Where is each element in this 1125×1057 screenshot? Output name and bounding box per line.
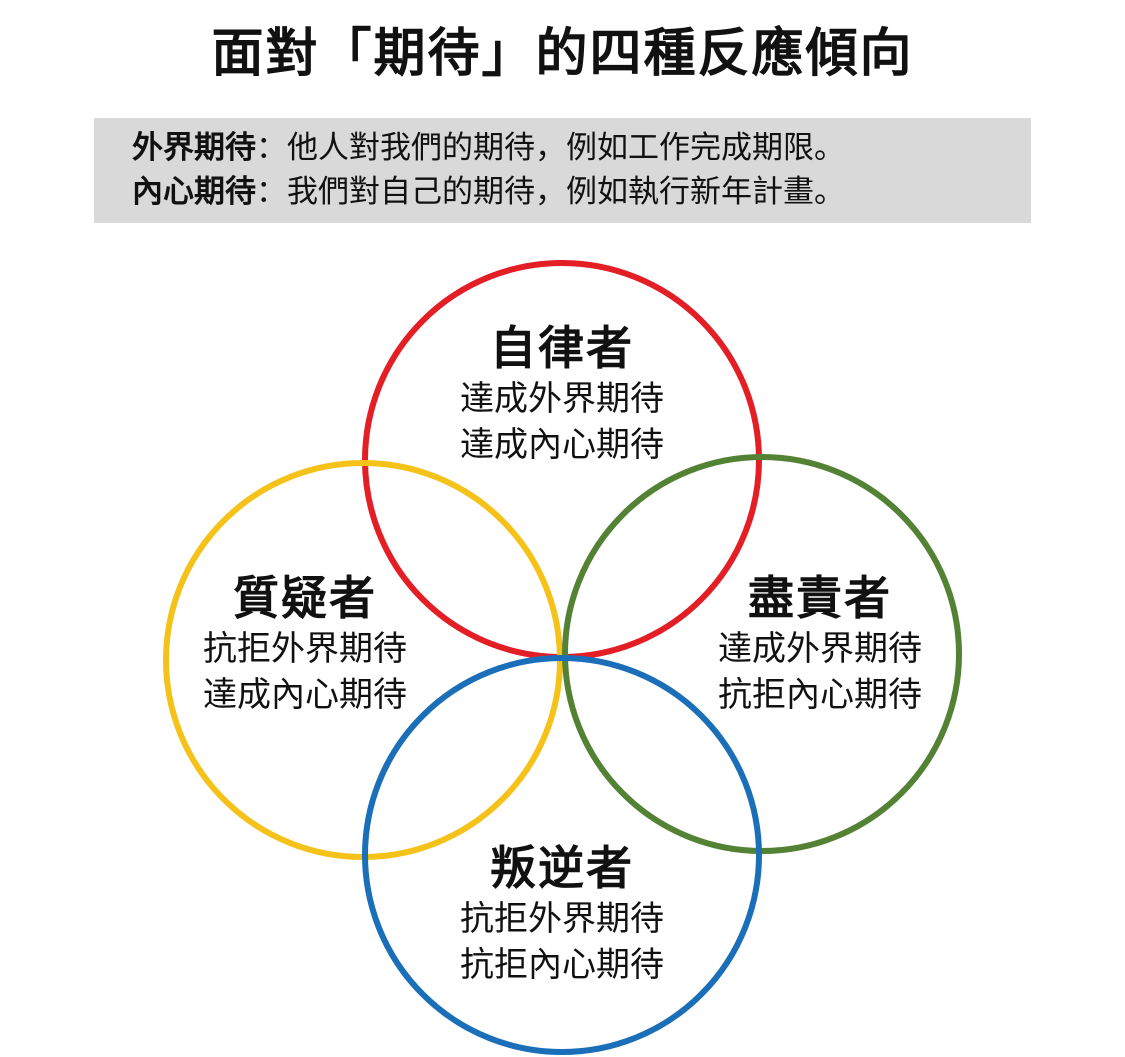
definition-term: 內心期待	[132, 174, 256, 210]
circle-line: 達成內心期待	[460, 425, 664, 465]
circle-line: 抗拒內心期待	[460, 945, 664, 985]
circle-obliger	[562, 454, 962, 854]
definition-text: 他人對我們的期待，例如工作完成期限。	[287, 130, 845, 166]
circle-rebel	[362, 655, 762, 1055]
definition-term: 外界期待	[132, 130, 256, 166]
circle-line: 抗拒內心期待	[718, 675, 922, 715]
circle-line: 抗拒外界期待	[460, 899, 664, 939]
label-rebel: 叛逆者 抗拒外界期待 抗拒內心期待	[412, 840, 712, 988]
label-upholder: 自律者 達成外界期待 達成內心期待	[412, 320, 712, 468]
label-obliger: 盡責者 達成外界期待 抗拒內心期待	[670, 570, 970, 718]
definition-separator: ：	[256, 174, 287, 210]
page-title: 面對「期待」的四種反應傾向	[211, 24, 914, 84]
circle-line: 達成內心期待	[203, 675, 407, 715]
circle-name: 自律者	[490, 321, 634, 375]
definition-text: 我們對自己的期待，例如執行新年計畫。	[287, 174, 845, 210]
definitions-box: 外界期待：他人對我們的期待，例如工作完成期限。 內心期待：我們對自己的期待，例如…	[94, 118, 1031, 223]
circle-name: 叛逆者	[490, 841, 634, 895]
definition-external: 外界期待：他人對我們的期待，例如工作完成期限。	[132, 126, 1031, 170]
label-questioner: 質疑者 抗拒外界期待 達成內心期待	[155, 570, 455, 718]
circle-line: 達成外界期待	[460, 379, 664, 419]
circle-name: 質疑者	[233, 571, 377, 625]
circle-name: 盡責者	[748, 571, 892, 625]
circle-line: 達成外界期待	[718, 629, 922, 669]
definition-separator: ：	[256, 130, 287, 166]
definition-internal: 內心期待：我們對自己的期待，例如執行新年計畫。	[132, 170, 1031, 214]
circle-line: 抗拒外界期待	[203, 629, 407, 669]
